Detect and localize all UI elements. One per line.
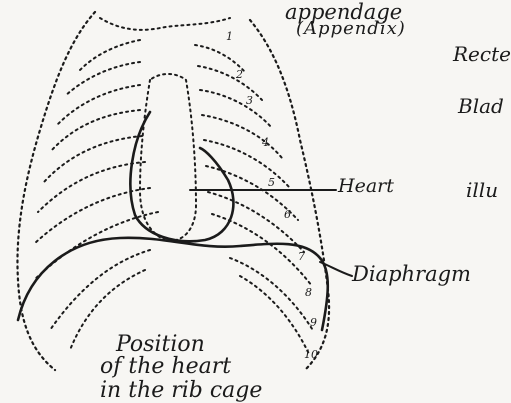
label-bladder-fragment: Blad	[458, 96, 504, 116]
rib-number: 6	[284, 208, 291, 221]
rib-cage-outline-left	[17, 12, 95, 370]
rib-number: 7	[298, 250, 305, 263]
rib-number: 3	[246, 94, 253, 107]
rib-number: 1	[226, 30, 233, 43]
label-rectum-fragment: Recte	[453, 44, 511, 64]
caption-line-2: of the heart	[100, 356, 231, 378]
label-diaphragm: Diaphragm	[352, 264, 471, 285]
rib-number: 10	[304, 348, 318, 361]
rib-number: 9	[310, 316, 317, 329]
rib-number: 8	[305, 286, 312, 299]
diaphragm-line	[18, 238, 328, 330]
collarbone-top	[100, 18, 230, 30]
sternum-outline	[140, 74, 196, 241]
rib-cage-outline-right	[250, 20, 329, 370]
label-heart: Heart	[338, 177, 394, 196]
label-appendix: (Appendix)	[296, 20, 406, 38]
caption-line-1: Position	[116, 334, 205, 356]
rib-number: 4	[261, 136, 269, 149]
rib-number: 5	[268, 176, 275, 189]
right-ribs	[195, 45, 314, 356]
label-illustration-fragment: illu	[466, 180, 498, 200]
rib-number: 2	[235, 68, 243, 81]
caption-line-3: in the rib cage	[100, 380, 262, 402]
